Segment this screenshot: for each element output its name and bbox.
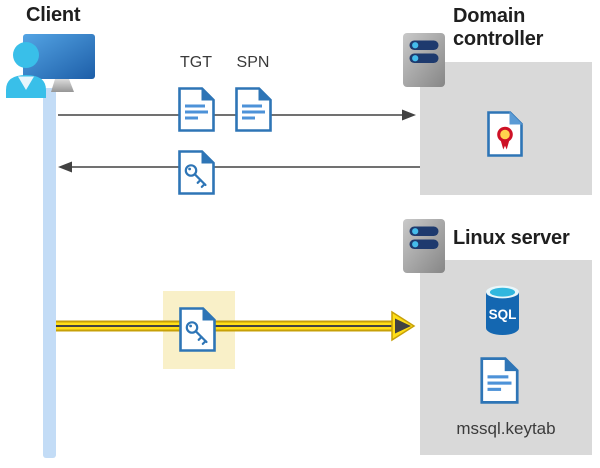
key-ticket-document-icon [178, 150, 215, 195]
client-timeline-bar [43, 88, 56, 458]
mssql-keytab-label: mssql.keytab [456, 419, 556, 438]
arrow-dc-to-client [58, 161, 420, 173]
linux-server-icon [403, 219, 445, 273]
tgt-document-icon [178, 87, 215, 132]
linux-server-label: Linux server [453, 227, 570, 249]
spn-label: SPN [236, 54, 270, 71]
client-workstation-icon [6, 34, 95, 98]
certificate-document-icon [487, 111, 523, 157]
spn-document-icon [235, 87, 272, 132]
arrow-client-to-linux [56, 310, 416, 342]
keytab-file-document-icon [480, 357, 519, 404]
sql-label: SQL [489, 307, 517, 322]
tgt-label: TGT [180, 54, 212, 71]
keytab-ticket-document-icon [179, 307, 216, 352]
sql-database-icon: SQL [486, 285, 519, 335]
arrow-client-to-dc [58, 109, 416, 121]
domain-controller-label: Domain controller [453, 5, 544, 50]
client-label: Client [26, 4, 81, 26]
dc-server-icon [403, 33, 445, 87]
